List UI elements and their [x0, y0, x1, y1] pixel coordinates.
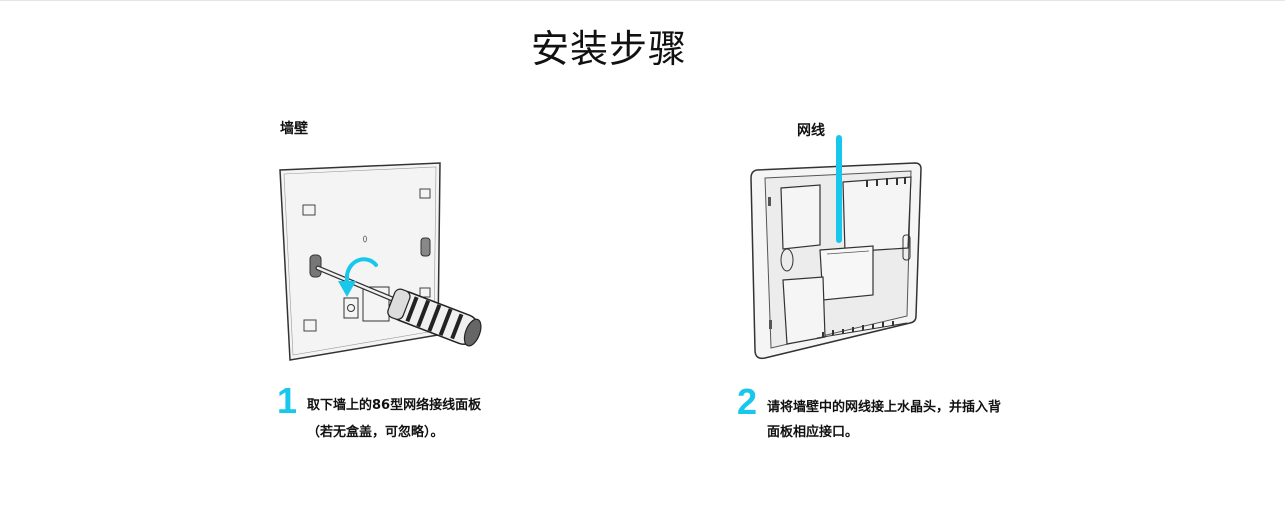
- step1-instruction-line2: （若无盒盖，可忽略）。: [307, 425, 444, 440]
- step2-number: 2: [737, 381, 758, 422]
- step1-remove-panel-illustration: [279, 162, 482, 361]
- top-divider: [0, 0, 1285, 1]
- step2-cable-connection-illustration: [750, 135, 922, 360]
- step2-instruction-line2: 面板相应接口。: [767, 425, 859, 440]
- step1-instruction-line1: 取下墙上的86型网络接线面板: [307, 398, 482, 413]
- step1-number: 1: [277, 380, 298, 421]
- step2-instruction-line1: 请将墙壁中的网线接上水晶头，并插入背: [767, 400, 1002, 415]
- step1-wall-label: 墙壁: [280, 121, 308, 137]
- page-title: 安装步骤: [530, 27, 687, 71]
- step2-cable-label: 网线: [797, 123, 825, 139]
